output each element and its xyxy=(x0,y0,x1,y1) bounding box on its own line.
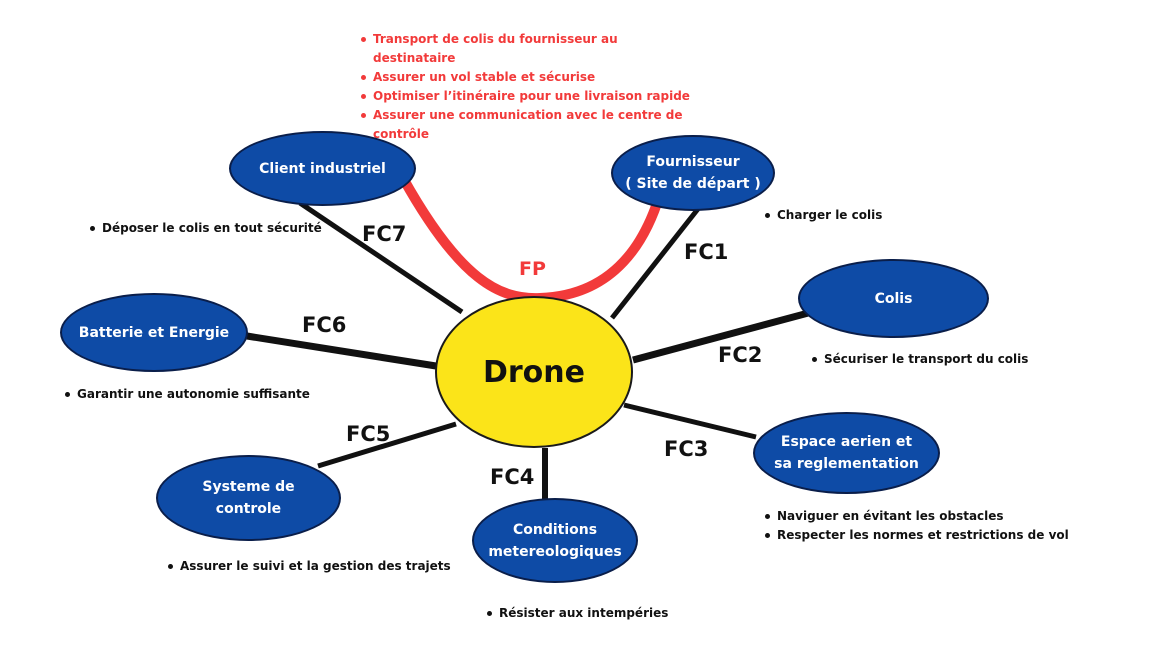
node-espace-aerien: Espace aerien et sa reglementation xyxy=(753,412,940,494)
node-label: Fournisseur ( Site de départ ) xyxy=(625,154,761,192)
fc5-list: Assurer le suivi et la gestion des traje… xyxy=(165,557,455,576)
node-label: Espace aerien et sa reglementation xyxy=(774,434,919,472)
link-fc5 xyxy=(317,421,457,469)
node-fournisseur: Fournisseur ( Site de départ ) xyxy=(611,135,775,211)
fc5-label: FC5 xyxy=(346,422,391,446)
fc-item: Garantir une autonomie suffisante xyxy=(62,385,322,404)
center-label: Drone xyxy=(482,354,585,390)
node-label: Systeme de controle xyxy=(202,479,295,517)
fp-item: Assurer un vol stable et sécurise xyxy=(358,68,703,87)
fc4-label: FC4 xyxy=(490,465,535,489)
fp-link xyxy=(398,173,665,304)
fp-label: FP xyxy=(519,258,546,280)
link-fc1 xyxy=(610,198,707,320)
node-label: Batterie et Energie xyxy=(78,324,230,341)
fc-item: Sécuriser le transport du colis xyxy=(809,350,1049,369)
fc3-list: Naviguer en évitant les obstacles Respec… xyxy=(762,507,1082,545)
node-label: Conditions metereologiques xyxy=(488,521,622,560)
fc-item: Déposer le colis en tout sécurité xyxy=(87,219,347,238)
link-fc6 xyxy=(246,332,437,370)
node-conditions-meteo: Conditions metereologiques xyxy=(472,498,638,583)
fc-item: Naviguer en évitant les obstacles xyxy=(762,507,1082,526)
fc1-label: FC1 xyxy=(684,240,729,264)
node-label: Colis xyxy=(874,290,913,307)
fc-item: Charger le colis xyxy=(762,206,922,225)
fp-list: Transport de colis du fournisseur au des… xyxy=(358,30,703,144)
fc1-list: Charger le colis xyxy=(762,206,922,225)
fc2-list: Sécuriser le transport du colis xyxy=(809,350,1049,369)
fc7-list: Déposer le colis en tout sécurité xyxy=(87,219,347,238)
node-client-industriel: Client industriel xyxy=(229,131,416,206)
node-colis: Colis xyxy=(798,259,989,338)
fc-item: Résister aux intempéries xyxy=(484,604,684,623)
node-label: Client industriel xyxy=(259,160,386,177)
link-fc7 xyxy=(298,200,464,315)
fc3-label: FC3 xyxy=(664,437,709,461)
node-systeme-controle: Systeme de controle xyxy=(156,455,341,541)
fp-item: Transport de colis du fournisseur au des… xyxy=(358,30,703,68)
fc-item: Respecter les normes et restrictions de … xyxy=(762,526,1082,545)
fc2-label: FC2 xyxy=(718,343,763,367)
link-fc2 xyxy=(632,308,813,364)
fc6-label: FC6 xyxy=(302,313,347,337)
node-batterie-energie: Batterie et Energie xyxy=(60,293,248,372)
center-node-drone: Drone xyxy=(435,296,633,448)
link-fc3 xyxy=(623,402,757,440)
fp-item: Optimiser l’itinéraire pour une livraiso… xyxy=(358,87,703,106)
fc4-list: Résister aux intempéries xyxy=(484,604,684,623)
fc6-list: Garantir une autonomie suffisante xyxy=(62,385,322,404)
fp-item: Assurer une communication avec le centre… xyxy=(358,106,703,144)
fc-item: Assurer le suivi et la gestion des traje… xyxy=(165,557,455,576)
fc7-label: FC7 xyxy=(362,222,407,246)
